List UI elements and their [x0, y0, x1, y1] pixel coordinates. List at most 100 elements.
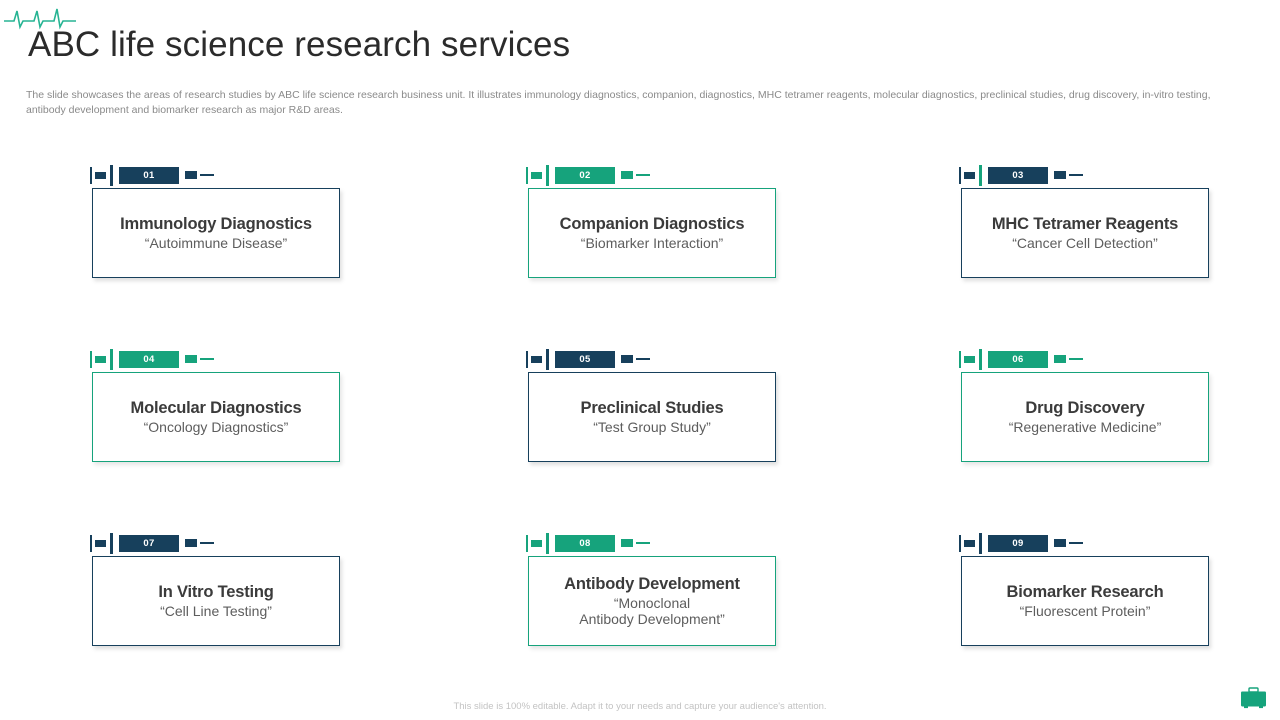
card-badge-strip: 08: [526, 530, 776, 556]
card-title: Companion Diagnostics: [559, 215, 745, 233]
tick-mark-icon: [979, 164, 982, 186]
card-title: Molecular Diagnostics: [130, 399, 302, 417]
card-badge-strip: 06: [959, 346, 1209, 372]
line-mark-icon: [636, 174, 650, 176]
card-subtitle: “Regenerative Medicine”: [1008, 419, 1162, 435]
card-title: Antibody Development: [564, 575, 740, 593]
card-body[interactable]: Companion Diagnostics “Biomarker Interac…: [528, 188, 776, 278]
service-card-03[interactable]: 03 MHC Tetramer Reagents “Cancer Cell De…: [959, 162, 1209, 278]
tick-mark-icon: [110, 164, 113, 186]
service-card-07[interactable]: 07 In Vitro Testing “Cell Line Testing”: [90, 530, 340, 646]
card-body[interactable]: Preclinical Studies “Test Group Study”: [528, 372, 776, 462]
card-title: Preclinical Studies: [580, 399, 724, 417]
dash-mark-icon: [964, 171, 975, 179]
grid-row: 04 Molecular Diagnostics “Oncology Diagn…: [0, 346, 1280, 530]
card-badge-strip: 02: [526, 162, 776, 188]
card-number-badge: 08: [555, 534, 615, 552]
card-body[interactable]: MHC Tetramer Reagents “Cancer Cell Detec…: [961, 188, 1209, 278]
dash-mark-icon: [1054, 539, 1066, 547]
tick-mark-icon: [526, 350, 528, 368]
grid-row: 07 In Vitro Testing “Cell Line Testing” …: [0, 530, 1280, 714]
dash-mark-icon: [531, 171, 542, 179]
card-body[interactable]: Immunology Diagnostics “Autoimmune Disea…: [92, 188, 340, 278]
card-title: Drug Discovery: [1025, 399, 1145, 417]
tick-mark-icon: [959, 350, 961, 368]
ecg-heartbeat-icon: [4, 8, 76, 30]
dash-mark-icon: [621, 355, 633, 363]
card-number-badge: 02: [555, 166, 615, 184]
card-number-badge: 01: [119, 166, 179, 184]
dash-mark-icon: [531, 539, 542, 547]
dash-mark-icon: [621, 171, 633, 179]
card-subtitle: “Autoimmune Disease”: [144, 235, 288, 251]
tick-mark-icon: [546, 532, 549, 554]
card-body[interactable]: In Vitro Testing “Cell Line Testing”: [92, 556, 340, 646]
tick-mark-icon: [959, 166, 961, 184]
service-card-05[interactable]: 05 Preclinical Studies “Test Group Study…: [526, 346, 776, 462]
line-mark-icon: [1069, 542, 1083, 544]
card-number-badge: 03: [988, 166, 1048, 184]
tick-mark-icon: [90, 350, 92, 368]
card-subtitle: “Cell Line Testing”: [160, 603, 272, 619]
tick-mark-icon: [90, 534, 92, 552]
dash-mark-icon: [1054, 171, 1066, 179]
grid-row: 01 Immunology Diagnostics “Autoimmune Di…: [0, 162, 1280, 346]
service-card-04[interactable]: 04 Molecular Diagnostics “Oncology Diagn…: [90, 346, 340, 462]
tick-mark-icon: [110, 348, 113, 370]
dash-mark-icon: [185, 539, 197, 547]
tick-mark-icon: [526, 534, 528, 552]
card-badge-strip: 03: [959, 162, 1209, 188]
tick-mark-icon: [979, 532, 982, 554]
services-grid: 01 Immunology Diagnostics “Autoimmune Di…: [0, 162, 1280, 714]
card-badge-strip: 07: [90, 530, 340, 556]
dash-mark-icon: [531, 355, 542, 363]
line-mark-icon: [1069, 174, 1083, 176]
card-title: Biomarker Research: [1006, 583, 1164, 601]
card-number-badge: 05: [555, 350, 615, 368]
tick-mark-icon: [546, 164, 549, 186]
dash-mark-icon: [95, 171, 106, 179]
line-mark-icon: [200, 542, 214, 544]
dash-mark-icon: [95, 539, 106, 547]
card-title: In Vitro Testing: [158, 583, 274, 601]
service-card-06[interactable]: 06 Drug Discovery “Regenerative Medicine…: [959, 346, 1209, 462]
tick-mark-icon: [526, 166, 528, 184]
service-card-08[interactable]: 08 Antibody Development “Monoclonal Anti…: [526, 530, 776, 646]
card-body[interactable]: Antibody Development “Monoclonal Antibod…: [528, 556, 776, 646]
card-number-badge: 04: [119, 350, 179, 368]
service-card-09[interactable]: 09 Biomarker Research “Fluorescent Prote…: [959, 530, 1209, 646]
line-mark-icon: [200, 358, 214, 360]
card-subtitle: “Oncology Diagnostics”: [143, 419, 289, 435]
tick-mark-icon: [110, 532, 113, 554]
card-body[interactable]: Drug Discovery “Regenerative Medicine”: [961, 372, 1209, 462]
page-title: ABC life science research services: [28, 25, 571, 64]
service-card-01[interactable]: 01 Immunology Diagnostics “Autoimmune Di…: [90, 162, 340, 278]
page-description: The slide showcases the areas of researc…: [26, 89, 1211, 116]
card-number-badge: 09: [988, 534, 1048, 552]
line-mark-icon: [636, 542, 650, 544]
card-number-badge: 06: [988, 350, 1048, 368]
dash-mark-icon: [95, 355, 106, 363]
card-subtitle: “Biomarker Interaction”: [580, 235, 724, 251]
footer-note: This slide is 100% editable. Adapt it to…: [453, 701, 827, 712]
briefcase-icon: [1241, 687, 1266, 709]
tick-mark-icon: [90, 166, 92, 184]
card-body[interactable]: Molecular Diagnostics “Oncology Diagnost…: [92, 372, 340, 462]
dash-mark-icon: [185, 171, 197, 179]
card-body[interactable]: Biomarker Research “Fluorescent Protein”: [961, 556, 1209, 646]
card-badge-strip: 01: [90, 162, 340, 188]
dash-mark-icon: [185, 355, 197, 363]
card-badge-strip: 09: [959, 530, 1209, 556]
dash-mark-icon: [1054, 355, 1066, 363]
dash-mark-icon: [621, 539, 633, 547]
card-title: Immunology Diagnostics: [120, 215, 312, 233]
line-mark-icon: [200, 174, 214, 176]
line-mark-icon: [1069, 358, 1083, 360]
card-title: MHC Tetramer Reagents: [991, 215, 1179, 233]
service-card-02[interactable]: 02 Companion Diagnostics “Biomarker Inte…: [526, 162, 776, 278]
card-subtitle: “Fluorescent Protein”: [1019, 603, 1151, 619]
tick-mark-icon: [979, 348, 982, 370]
card-subtitle: “Cancer Cell Detection”: [1012, 235, 1158, 251]
dash-mark-icon: [964, 355, 975, 363]
